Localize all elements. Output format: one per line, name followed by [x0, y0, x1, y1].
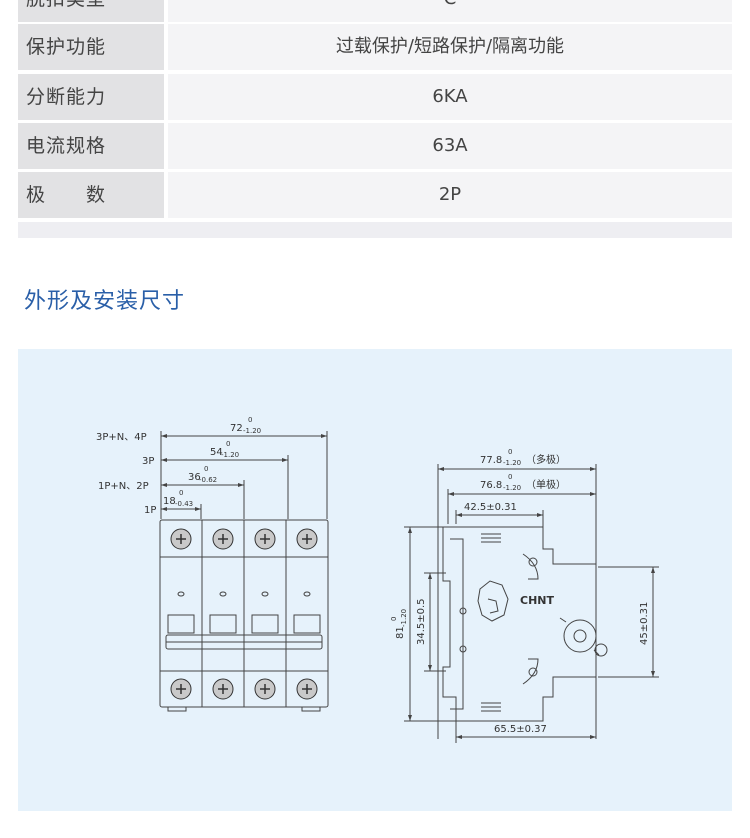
side-view: [404, 464, 659, 743]
dim-tol-lower: -0.43: [175, 500, 193, 508]
dim-bottom: 65.5±0.37: [494, 724, 547, 735]
dim-width-3p: 54: [210, 447, 223, 458]
spec-row-breaking-capacity: 分断能力 6KA: [18, 74, 732, 120]
front-view-labels: 3P+N、4P 3P 1P+N、2P 1P 72 0 -1.20 54 0 -1…: [96, 416, 261, 516]
spec-value: C: [168, 0, 732, 22]
spec-label: 电流规格: [18, 123, 164, 169]
dim-top: 42.5±0.31: [464, 502, 517, 513]
dim-width-1p: 18: [163, 496, 176, 507]
spec-label: 保护功能: [18, 24, 164, 70]
pole-label: 1P+N、2P: [98, 481, 149, 492]
dim-height-inner: 34.5±0.5: [416, 598, 427, 645]
brand-logo: CHNT: [520, 594, 554, 607]
pole-label: 3P+N、4P: [96, 432, 147, 443]
dim-tol-lower: -1.20: [221, 451, 239, 459]
spec-row-trip-type: 脱扣类型 C: [18, 0, 732, 22]
dim-note: （多极）: [526, 453, 566, 466]
spec-label: 脱扣类型: [18, 0, 164, 22]
side-view-labels: 77.8 0 -1.20 （多极） 76.8 0 -1.20 （单极） 42.5…: [390, 448, 650, 735]
dim-width-2p: 36: [188, 472, 201, 483]
dim-tol-lower: -1.20: [400, 609, 408, 627]
spec-value: 过载保护/短路保护/隔离功能: [168, 24, 732, 70]
pole-label: 1P: [144, 505, 156, 516]
dim-tol-upper: 0: [179, 489, 183, 497]
dim-height-total: 81: [395, 626, 406, 639]
spec-row-current-rating: 电流规格 63A: [18, 123, 732, 169]
dim-tol-upper: 0: [248, 416, 252, 424]
dim-tol-lower: -1.20: [503, 484, 521, 492]
spec-row-protection: 保护功能 过载保护/短路保护/隔离功能: [18, 24, 732, 70]
spec-label: 分断能力: [18, 74, 164, 120]
dim-tol-lower: -0.62: [199, 476, 217, 484]
dim-tol-lower: -1.20: [503, 459, 521, 467]
dim-tol-lower: -1.20: [243, 427, 261, 435]
dim-width-single: 76.8: [480, 480, 502, 491]
spec-value: 2P: [168, 172, 732, 218]
dim-tol-upper: 0: [508, 473, 512, 481]
pole-label: 3P: [142, 456, 154, 467]
spec-table-footer: [18, 222, 732, 238]
spec-label: 极 数: [18, 172, 164, 218]
dim-tol-upper: 0: [226, 440, 230, 448]
dim-width-multi: 77.8: [480, 455, 502, 466]
section-title: 外形及安装尺寸: [24, 289, 186, 314]
dim-note: （单极）: [526, 478, 566, 491]
spec-row-poles: 极 数 2P: [18, 172, 732, 218]
drawing-panel: 3P+N、4P 3P 1P+N、2P 1P 72 0 -1.20 54 0 -1…: [18, 349, 732, 811]
front-view: [159, 431, 329, 712]
spec-value: 63A: [168, 123, 732, 169]
dim-tol-upper: 0: [390, 617, 398, 621]
dim-tol-upper: 0: [508, 448, 512, 456]
dim-tol-upper: 0: [204, 465, 208, 473]
dim-height-right: 45±0.31: [639, 602, 650, 645]
dimension-drawing: 3P+N、4P 3P 1P+N、2P 1P 72 0 -1.20 54 0 -1…: [96, 416, 659, 743]
dim-width-4p: 72: [230, 423, 243, 434]
spec-value: 6KA: [168, 74, 732, 120]
